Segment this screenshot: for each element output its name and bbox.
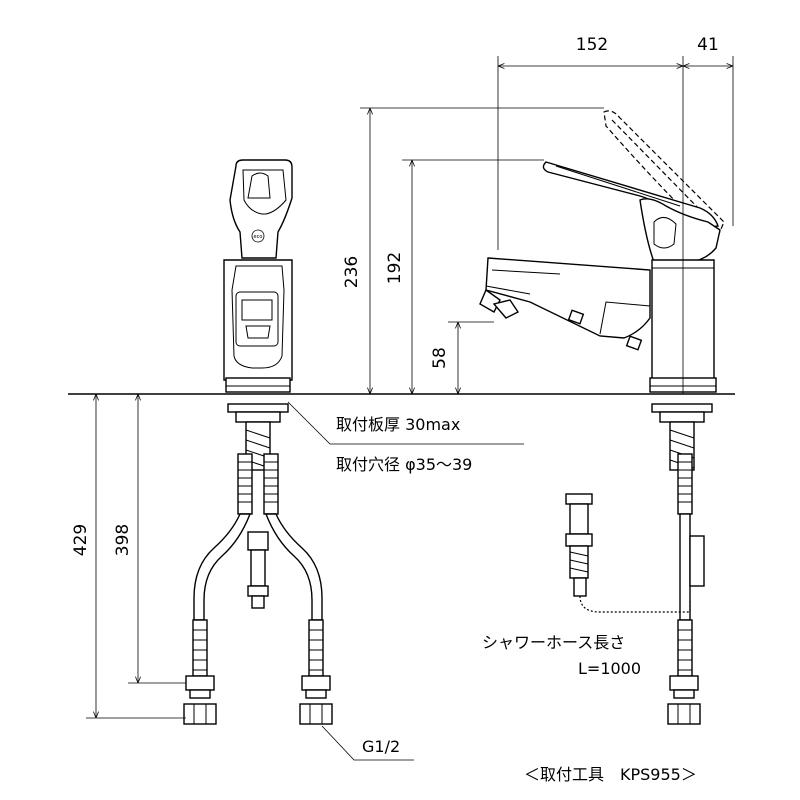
note-hose-length-value: L=1000 [578,659,641,678]
eco-mark-text: eco [254,234,263,240]
note-hose-length: シャワーホース長さ [482,633,625,652]
dim-236: 236 [342,256,362,288]
front-view-faucet: eco [183,159,333,725]
dim-41: 41 [697,35,719,55]
note-thread: G1/2 [362,737,400,756]
dim-152: 152 [576,35,608,55]
note-mounting-tool: ＜取付工具 KPS955＞ [524,765,697,784]
dim-58: 58 [430,347,450,369]
dim-192: 192 [385,252,405,284]
dim-429: 429 [71,524,91,556]
dim-398: 398 [113,524,133,556]
note-mount-hole: 取付穴径 φ35～39 [336,455,472,474]
dimension-lines [86,56,734,761]
note-plate-thickness: 取付板厚 30max [336,415,460,434]
eco-mark [251,229,265,243]
